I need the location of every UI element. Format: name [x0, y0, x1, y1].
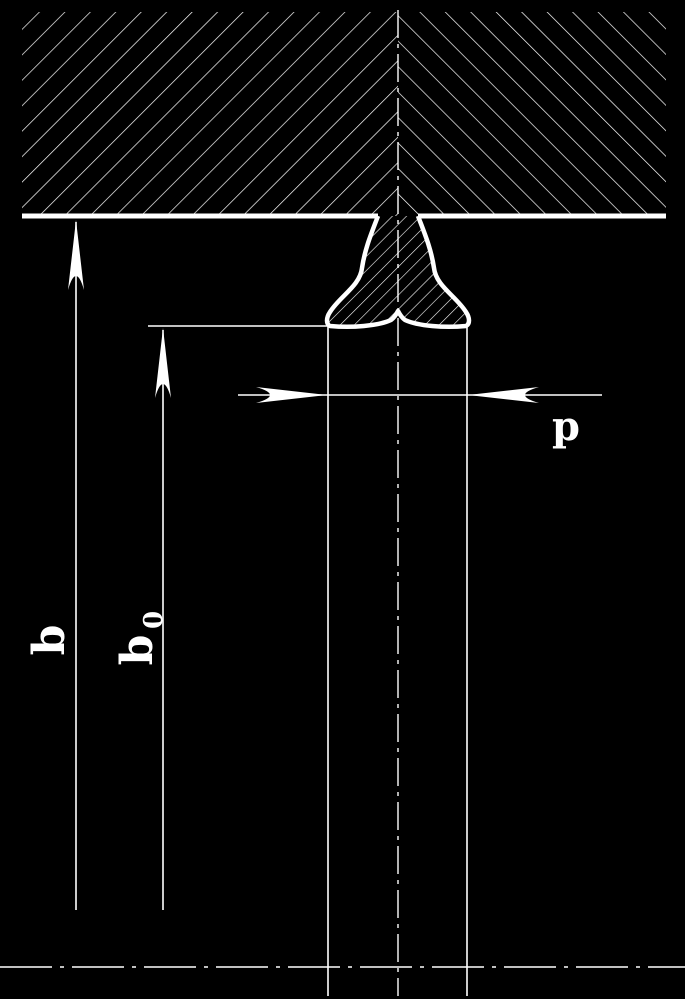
label-b0-main: b [112, 635, 163, 666]
tooth-outline [324, 215, 472, 329]
dim-b-arrowhead [68, 220, 84, 290]
dim-p-arrowhead-left [256, 387, 327, 403]
label-p: p [552, 403, 580, 450]
label-b0-subscript: 0 [139, 611, 169, 629]
dimension-b [68, 220, 84, 910]
hatch-right [398, 12, 666, 216]
label-b: b [24, 625, 75, 656]
dimension-p [238, 387, 602, 403]
tooth-profile [324, 215, 472, 329]
tooth-fill [327, 216, 469, 327]
dimension-b0 [155, 328, 171, 910]
dim-b0-arrowhead [155, 328, 171, 398]
label-b0: b 0 [112, 611, 169, 665]
hatched-body [22, 12, 666, 216]
dim-p-arrowhead-right [468, 387, 539, 403]
hatch-left [22, 12, 398, 216]
